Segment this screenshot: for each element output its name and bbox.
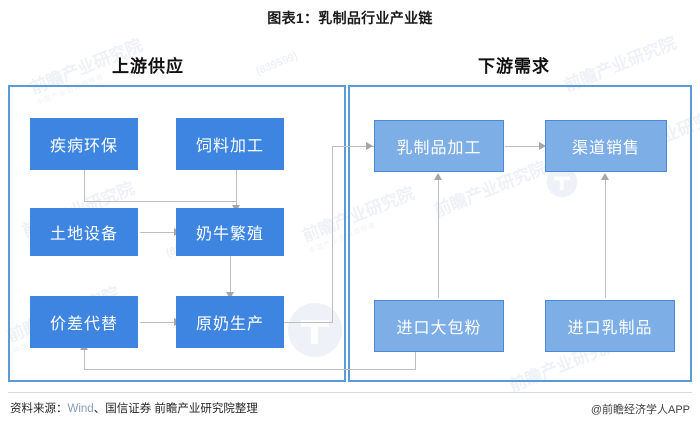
arrow-into-dairy-processing bbox=[434, 173, 442, 180]
node-label: 乳制品加工 bbox=[396, 140, 482, 157]
arrow-into-channel-sales bbox=[539, 142, 546, 150]
connector-land-equipment-to-cow-breeding bbox=[140, 232, 180, 233]
connector-imported-bulk-powder-to-price-substitute bbox=[415, 352, 416, 369]
node-label: 进口乳制品 bbox=[567, 320, 653, 337]
connector-imported-bulk-powder-to-price-substitute bbox=[84, 369, 416, 370]
footer-divider bbox=[8, 392, 692, 393]
source-note: 资料来源：Wind、国信证券 前瞻产业研究院整理 bbox=[10, 400, 258, 416]
node-imported-bulk-powder[interactable]: 进口大包粉 bbox=[374, 300, 504, 352]
connector-dairy-processing-to-channel-sales bbox=[505, 146, 545, 147]
connector-imported-dairy-to-channel-sales bbox=[605, 178, 606, 298]
panel-upstream bbox=[8, 85, 346, 382]
node-imported-dairy[interactable]: 进口乳制品 bbox=[545, 300, 675, 352]
node-label: 价差代替 bbox=[49, 316, 118, 333]
credit-label: @前瞻经济学人APP bbox=[590, 404, 690, 416]
source-link-wind: Wind bbox=[67, 403, 94, 415]
node-dairy-processing[interactable]: 乳制品加工 bbox=[374, 120, 504, 172]
connector-feed-processing-to-cow-breeding bbox=[236, 170, 237, 210]
watermark-id-code: (839599) bbox=[254, 50, 300, 78]
source-prefix: 资料来源： bbox=[10, 403, 68, 415]
node-label: 饲料加工 bbox=[195, 138, 264, 155]
connector-raw-milk-to-dairy-processing bbox=[282, 322, 332, 323]
connector-disease-env-to-cow-breeding bbox=[84, 201, 236, 202]
node-label: 进口大包粉 bbox=[396, 320, 482, 337]
connector-price-substitute-to-raw-milk bbox=[140, 322, 180, 323]
node-disease-env[interactable]: 疾病环保 bbox=[30, 118, 138, 170]
node-land-equipment[interactable]: 土地设备 bbox=[30, 208, 138, 256]
arrow-into-dairy-processing bbox=[366, 142, 373, 150]
connector-disease-env-to-cow-breeding bbox=[84, 170, 85, 202]
node-channel-sales[interactable]: 渠道销售 bbox=[545, 120, 667, 172]
connector-raw-milk-to-dairy-processing bbox=[332, 146, 374, 147]
connector-cow-breeding-to-raw-milk bbox=[230, 256, 231, 296]
arrow-into-channel-sales bbox=[601, 173, 609, 180]
node-price-substitute[interactable]: 价差代替 bbox=[30, 296, 138, 348]
connector-imported-bulk-powder-to-price-substitute bbox=[84, 348, 85, 370]
node-label: 原奶生产 bbox=[195, 316, 264, 333]
node-label: 渠道销售 bbox=[571, 140, 640, 157]
panel-downstream bbox=[348, 85, 692, 382]
node-raw-milk-production[interactable]: 原奶生产 bbox=[176, 296, 284, 348]
node-cow-breeding[interactable]: 奶牛繁殖 bbox=[176, 208, 284, 256]
node-feed-processing[interactable]: 饲料加工 bbox=[176, 118, 284, 170]
node-label: 奶牛繁殖 bbox=[195, 226, 264, 243]
panel-title-downstream: 下游需求 bbox=[478, 57, 550, 76]
arrow-into-raw-milk-production bbox=[226, 292, 234, 299]
node-label: 土地设备 bbox=[49, 226, 118, 243]
connector-raw-milk-to-dairy-processing bbox=[332, 146, 333, 323]
node-label: 疾病环保 bbox=[49, 138, 118, 155]
panel-title-upstream: 上游供应 bbox=[112, 57, 184, 76]
figure-title: 图表1：乳制品行业产业链 bbox=[267, 10, 433, 26]
connector-imported-bulk-powder-to-dairy-processing bbox=[438, 178, 439, 298]
source-rest: 、国信证券 前瞻产业研究院整理 bbox=[93, 403, 258, 415]
